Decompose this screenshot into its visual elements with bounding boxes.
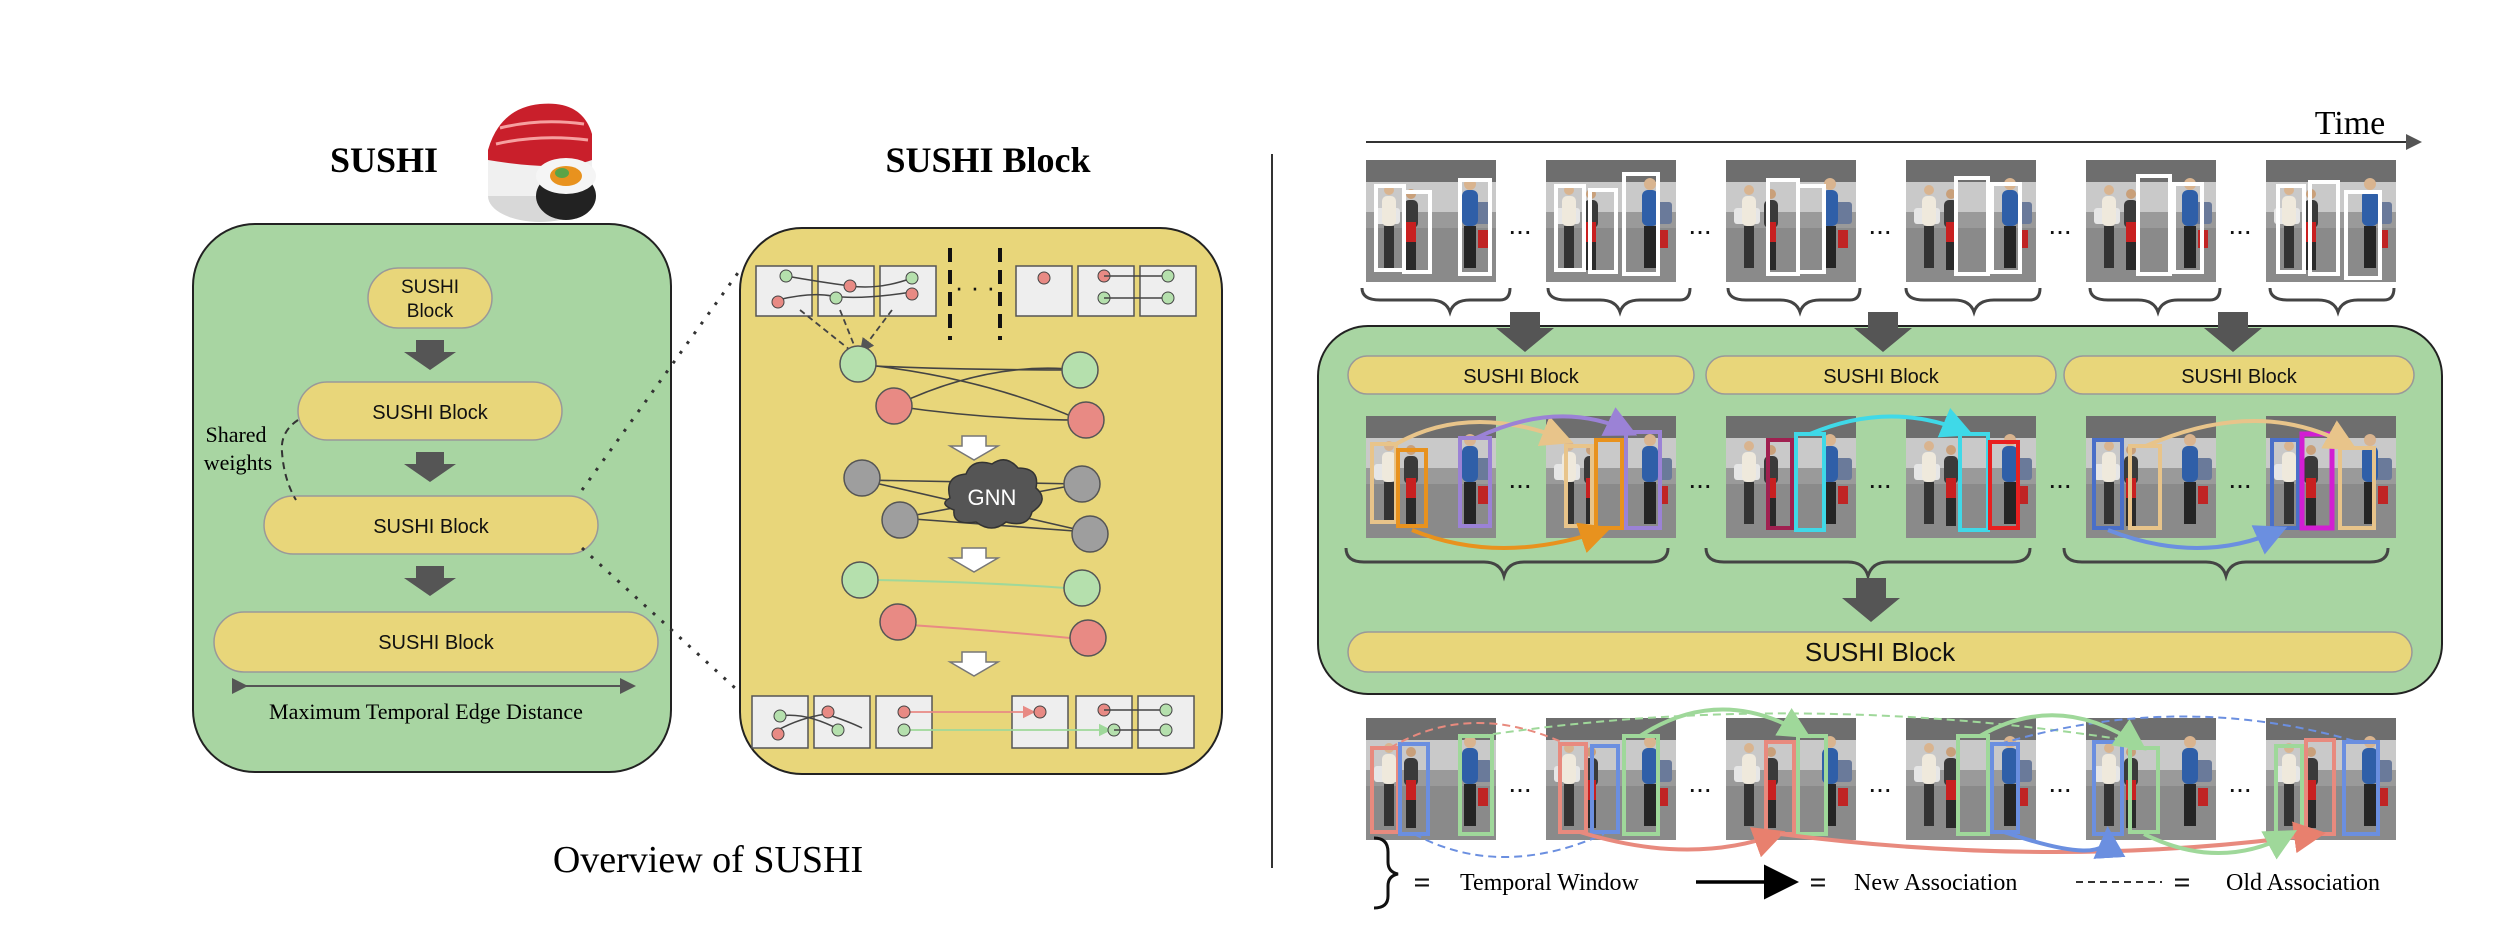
left-panel: SUSHI SUSHI Block SUSHI Block SUSHI Bloc… (192, 103, 1223, 881)
svg-text:=: = (1809, 866, 1826, 899)
svg-text:...: ... (2048, 767, 2071, 798)
shared-weights-label: Shared (205, 422, 266, 447)
svg-text:...: ... (2048, 463, 2071, 494)
svg-text:...: ... (1868, 463, 1891, 494)
stack-block-4: SUSHI Block (213, 611, 659, 673)
svg-text:SUSHI Block: SUSHI Block (378, 632, 495, 654)
svg-text:...: ... (1688, 463, 1711, 494)
down-arrow-3 (404, 566, 456, 596)
shared-weights-connector (280, 419, 299, 501)
gnn-label: GNN (968, 485, 1017, 510)
stack-block-3: SUSHI Block (263, 495, 599, 555)
window-block-3: SUSHI Block (2063, 355, 2415, 395)
detail-select-arrows (799, 309, 893, 350)
down-arrow-2 (404, 452, 456, 482)
detail-arrow-3 (947, 651, 1001, 677)
down-arrow-window-3 (2204, 312, 2262, 352)
legend-brace-icon (1373, 836, 1399, 910)
legend-temporal-window: Temporal Window (1460, 870, 1640, 896)
sushi-block-title: SUSHI Block (885, 140, 1090, 180)
frame-thumbnail (2086, 416, 2216, 538)
output-frames-row: ... ... ... ... ... (1366, 707, 2396, 860)
temporal-window-braces-top (1360, 287, 2396, 317)
svg-text:SUSHI Block: SUSHI Block (372, 402, 489, 424)
sushi-icon (488, 103, 596, 222)
time-label: Time (2315, 105, 2386, 142)
svg-text:weights: weights (204, 450, 272, 475)
legend-new-association: New Association (1854, 870, 2017, 896)
frame-thumbnail (2266, 160, 2396, 282)
gnn-cloud-icon (944, 459, 1043, 529)
frame-thumbnail (1366, 416, 1496, 538)
window-frames-row: ... ... ... ... ... (1366, 407, 2396, 555)
svg-text:...: ... (1508, 209, 1531, 240)
svg-text:...: ... (1508, 767, 1531, 798)
frame-thumbnail (1726, 718, 1856, 840)
right-panel: Time ... ... ... ... ... (1317, 105, 2443, 910)
svg-text:Block: Block (407, 301, 454, 322)
detail-candidate-graph (839, 345, 1105, 439)
detail-output-boxes (751, 695, 1195, 749)
svg-text:SUSHI Block: SUSHI Block (1805, 637, 1956, 667)
down-arrow-merge (1842, 578, 1900, 622)
svg-text:SUSHI: SUSHI (401, 277, 459, 298)
legend-old-association: Old Association (2226, 870, 2380, 896)
legend: = Temporal Window = New Association = Ol… (1373, 836, 2380, 910)
window-block-2: SUSHI Block (1705, 355, 2057, 395)
svg-text:...: ... (1508, 463, 1531, 494)
svg-text:SUSHI Block: SUSHI Block (1823, 366, 1940, 388)
temporal-window-braces-middle (1344, 547, 2390, 582)
detail-classified-graph (841, 561, 1107, 657)
svg-text:...: ... (1868, 767, 1891, 798)
zoom-connector-bottom (580, 546, 748, 700)
input-frames-row: ... ... ... ... ... (1366, 160, 2396, 282)
svg-text:...: ... (2228, 767, 2251, 798)
svg-text:SUSHI Block: SUSHI Block (2181, 366, 2298, 388)
down-arrow-window-2 (1854, 312, 1912, 352)
svg-text:...: ... (1688, 209, 1711, 240)
detail-gnn-graph: GNN (843, 459, 1109, 553)
detail-arrow-2 (947, 547, 1001, 573)
svg-text:=: = (1413, 866, 1430, 899)
down-arrow-window-1 (1496, 312, 1554, 352)
down-arrow-1 (404, 340, 456, 370)
svg-text:· · ·: · · · (955, 272, 995, 302)
detail-arrow-1 (947, 435, 1001, 461)
max-edge-label: Maximum Temporal Edge Distance (269, 699, 583, 724)
svg-text:...: ... (2048, 209, 2071, 240)
svg-text:=: = (2173, 866, 2190, 899)
figure-caption: Overview of SUSHI (553, 839, 863, 881)
svg-text:...: ... (2228, 463, 2251, 494)
svg-text:SUSHI Block: SUSHI Block (373, 516, 490, 538)
detail-input-boxes: · · · (755, 248, 1197, 340)
svg-text:...: ... (1868, 209, 1891, 240)
stack-block-2: SUSHI Block (297, 381, 563, 441)
window-block-1: SUSHI Block (1347, 355, 1695, 395)
sushi-title: SUSHI (330, 140, 438, 180)
merge-block: SUSHI Block (1347, 631, 2413, 673)
svg-text:...: ... (1688, 767, 1711, 798)
svg-text:SUSHI Block: SUSHI Block (1463, 366, 1580, 388)
frame-thumbnail (2086, 160, 2216, 282)
stack-block-1: SUSHI Block (367, 267, 493, 329)
svg-text:...: ... (2228, 209, 2251, 240)
